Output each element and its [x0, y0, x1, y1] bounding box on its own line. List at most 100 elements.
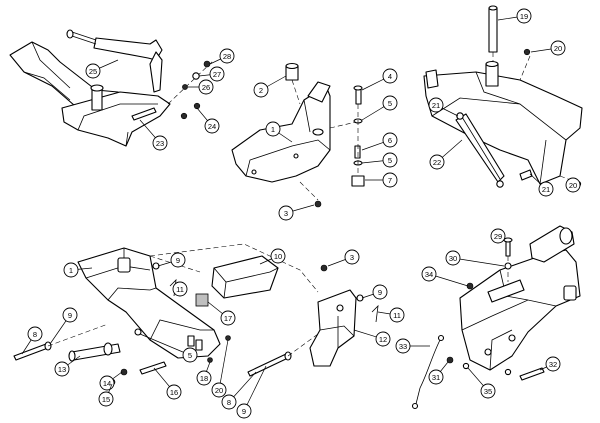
cable-33: [415, 339, 441, 405]
callout-circle: [182, 347, 198, 363]
callout-5: 5: [361, 95, 398, 121]
callout-9: 9: [361, 284, 388, 300]
callout-number: 21: [432, 101, 440, 110]
callout-31: 31: [428, 361, 449, 385]
leader-line: [139, 333, 191, 356]
callout-number: 5: [388, 99, 392, 108]
callout-number: 25: [89, 67, 97, 76]
callout-circle: [395, 338, 411, 354]
callout-3: 3: [327, 249, 360, 267]
callout-9: 9: [49, 307, 78, 345]
callout-number: 1: [271, 125, 275, 134]
callout-number: 20: [569, 181, 577, 190]
bolt-32: [519, 367, 545, 381]
callout-26: 26: [188, 79, 214, 95]
callout-circle: [220, 310, 236, 326]
callout-8: 8: [221, 371, 257, 410]
callout-circle: [278, 205, 294, 221]
nut-26: [182, 84, 188, 90]
nut-3-top: [314, 200, 322, 208]
callout-number: 4: [388, 72, 392, 81]
callout-circle: [516, 8, 532, 24]
nut-28: [203, 60, 211, 68]
callout-number: 18: [200, 374, 208, 383]
nut-31: [446, 356, 454, 364]
callout-number: 15: [102, 395, 110, 404]
callout-circle: [152, 135, 168, 151]
callout-circle: [565, 177, 581, 193]
callout-18: 18: [196, 361, 212, 386]
callout-14: 14: [99, 371, 123, 391]
washer-30: [504, 262, 512, 270]
callout-15: 15: [98, 383, 114, 407]
spacer-17: [195, 293, 209, 307]
callout-number: 27: [213, 70, 221, 79]
callout-circle: [421, 266, 437, 282]
callout-number: 26: [202, 83, 210, 92]
callout-circle: [54, 361, 70, 377]
callout-number: 20: [554, 44, 562, 53]
callout-circle: [209, 66, 225, 82]
nut-24b: [193, 102, 201, 110]
callout-number: 33: [399, 342, 407, 351]
callout-circle: [62, 307, 78, 323]
actuator-bracket: [149, 51, 163, 93]
callout-9: 9: [236, 365, 267, 419]
callout-number: 3: [350, 253, 354, 262]
callout-20: 20: [211, 339, 229, 398]
callout-circle: [204, 118, 220, 134]
callout-number: 11: [393, 311, 401, 320]
callout-number: 11: [176, 285, 184, 294]
callout-28: 28: [209, 48, 235, 65]
callout-2: 2: [253, 75, 287, 98]
callout-circle: [382, 68, 398, 84]
callout-circle: [429, 154, 445, 170]
callout-33: 33: [395, 338, 430, 354]
nut-20-lower: [225, 335, 231, 341]
callout-circle: [196, 370, 212, 386]
callout-number: 28: [223, 52, 231, 61]
callout-29: 29: [490, 228, 507, 244]
callout-16: 16: [153, 367, 182, 400]
clip-11-right: [371, 304, 379, 323]
frame-body-lower-left: [77, 247, 221, 359]
callout-9: 9: [157, 252, 186, 268]
callout-circle: [172, 281, 188, 297]
callout-number: 2: [259, 86, 263, 95]
nut-20-top: [523, 48, 531, 56]
callout-number: 8: [227, 398, 231, 407]
callout-11: 11: [172, 281, 188, 297]
callout-1: 1: [63, 262, 93, 278]
callout-circle: [219, 48, 235, 64]
callout-number: 30: [449, 254, 457, 263]
callout-circle: [545, 356, 561, 372]
pin-8-right: [247, 353, 289, 377]
callout-circle: [538, 181, 554, 197]
callout-circle: [445, 250, 461, 266]
callout-circle: [236, 403, 252, 419]
callout-number: 29: [494, 232, 502, 241]
callout-21: 21: [428, 97, 459, 117]
assembly-bottom-left: [13, 243, 379, 386]
callout-5: 5: [139, 333, 198, 363]
callout-circle: [344, 249, 360, 265]
callout-number: 6: [388, 136, 392, 145]
callout-circle: [166, 384, 182, 400]
nut-24a: [180, 112, 188, 120]
frame-base-left: [61, 91, 171, 147]
callout-circle: [198, 79, 214, 95]
callout-32: 32: [539, 356, 561, 372]
callout-19: 19: [497, 8, 532, 24]
pin-19: [488, 7, 498, 53]
frame-body-right: [423, 71, 583, 185]
callout-number: 9: [68, 311, 72, 320]
callout-17: 17: [207, 301, 236, 326]
callout-circle: [382, 95, 398, 111]
callout-13: 13: [54, 355, 81, 377]
callout-23: 23: [139, 119, 168, 151]
pin-socket: [485, 63, 499, 87]
callout-circle: [27, 326, 43, 342]
callout-number: 20: [215, 386, 223, 395]
